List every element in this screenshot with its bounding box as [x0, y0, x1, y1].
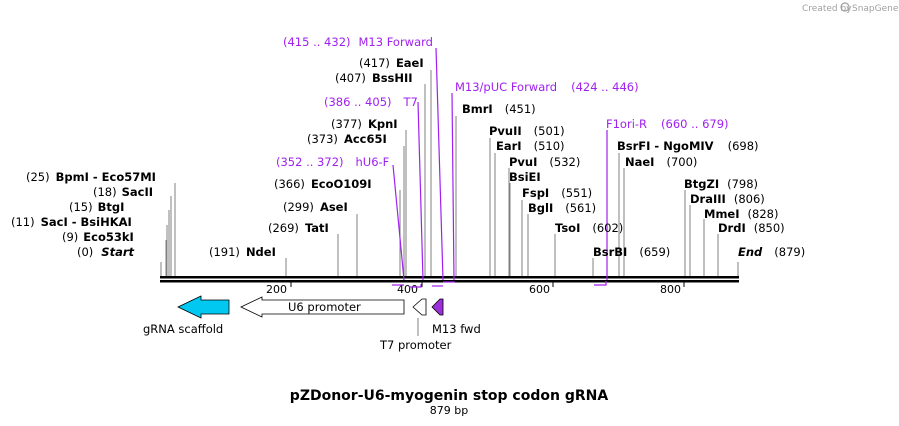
- primer-bind-f1ori: [594, 281, 607, 286]
- feature-m13-fwd-arrow: [431, 298, 444, 316]
- feature-grna-scaffold-arrow: [177, 295, 230, 319]
- leader-t7-primer: [417, 101, 424, 281]
- site-bpmi-eco57mi: (25)BpmI - Eco57MI: [26, 170, 156, 184]
- site-eari: EarI(510): [496, 139, 565, 153]
- tick-label: 800: [660, 283, 681, 296]
- primer-m13-puc-forward: M13/pUC Forward(424 .. 446): [455, 80, 639, 94]
- primer-m13-forward: (415 .. 432)M13 Forward: [283, 35, 433, 49]
- feature-u6-promoter-arrow: [240, 296, 405, 318]
- site-labels-right: BmrI(451) PvuII(501) EarI(510) PvuI(532)…: [462, 102, 805, 259]
- feature-grna-scaffold-label: gRNA scaffold: [143, 322, 223, 336]
- site-saci-bsihkai: (11)SacI - BsiHKAI: [11, 215, 132, 229]
- site-pvuii: PvuII(501): [489, 124, 565, 138]
- site-draiii: DraIII(806): [690, 192, 765, 206]
- site-btgi: (15)BtgI: [69, 200, 124, 214]
- snapgene-credit: Created by SnapGene: [802, 2, 899, 14]
- feature-t7-promoter-label: T7 promoter: [379, 338, 452, 352]
- sequence-backbone: [160, 276, 739, 283]
- primer-hu6-f: (352 .. 372)hU6-F: [276, 155, 389, 169]
- site-start: (0)Start: [77, 245, 135, 259]
- map-length: 879 bp: [430, 404, 468, 417]
- site-mmei: MmeI(828): [704, 207, 778, 221]
- primer-t7: (386 .. 405)T7: [324, 95, 418, 109]
- site-acc65i: (373)Acc65I: [307, 132, 387, 146]
- site-drdi: DrdI(850): [718, 221, 785, 235]
- site-kpni: (377)KpnI: [331, 117, 398, 131]
- site-eaei: (417)EaeI: [359, 56, 424, 70]
- primer-f1ori-r: F1ori-R(660 .. 679): [606, 117, 729, 131]
- site-pvui: PvuI(532): [509, 155, 580, 169]
- primer-bind-t7: [409, 284, 422, 288]
- site-ecoo109i: (366)EcoO109I: [274, 177, 372, 191]
- tick-label: 400: [397, 283, 418, 296]
- site-sacii: (18)SacII: [93, 185, 153, 199]
- site-bsiei: BsiEI: [509, 170, 541, 184]
- leader-hu6-f: [392, 164, 405, 281]
- site-labels-left: (0)Start (9)Eco53kI (11)SacI - BsiHKAI (…: [11, 56, 424, 259]
- site-tati: (269)TatI: [268, 221, 329, 235]
- site-end: End(879): [738, 245, 805, 259]
- leader-m13-puc-forward: [451, 92, 455, 281]
- feature-u6-promoter-label: U6 promoter: [288, 300, 361, 314]
- site-bgli: BglI(561): [528, 201, 596, 215]
- tick-label: 200: [266, 283, 287, 296]
- ruler: 200 400 600 800: [266, 282, 685, 296]
- primer-labels: (415 .. 432)M13 Forward M13/pUC Forward(…: [276, 35, 729, 169]
- map-title: pZDonor-U6-myogenin stop codon gRNA: [290, 388, 609, 404]
- site-tsoi: TsoI(602): [555, 221, 623, 235]
- features: gRNA scaffold U6 promoter T7 promoter M1…: [143, 295, 481, 352]
- site-bsrbi: BsrBI(659): [593, 245, 670, 259]
- backbone-bottom-strand: [160, 280, 739, 283]
- site-naei: NaeI(700): [625, 155, 697, 169]
- site-ndei: (191)NdeI: [209, 245, 276, 259]
- tick-label: 600: [529, 283, 550, 296]
- site-bsrfi-ngomiv: BsrFI - NgoMIV(698): [617, 139, 759, 153]
- feature-m13-fwd-label: M13 fwd: [432, 322, 481, 336]
- site-asei: (299)AseI: [283, 200, 348, 214]
- backbone-top-strand: [160, 276, 739, 279]
- primer-leader-lines: [392, 47, 608, 288]
- credit-prefix: Created by: [802, 4, 852, 14]
- feature-t7-promoter-arrow: [412, 298, 427, 316]
- site-btgzi: BtgZI(798): [684, 177, 758, 191]
- leader-m13-forward: [435, 47, 444, 281]
- site-bmri: BmrI(451): [462, 102, 536, 116]
- site-eco53ki: (9)Eco53kI: [62, 230, 134, 244]
- site-leader-lines: [160, 70, 739, 276]
- site-bsshii: (407)BssHII: [335, 71, 413, 85]
- credit-brand: SnapGene: [852, 4, 899, 14]
- site-fspi: FspI(551): [522, 186, 592, 200]
- snapgene-logo-icon: [840, 2, 850, 12]
